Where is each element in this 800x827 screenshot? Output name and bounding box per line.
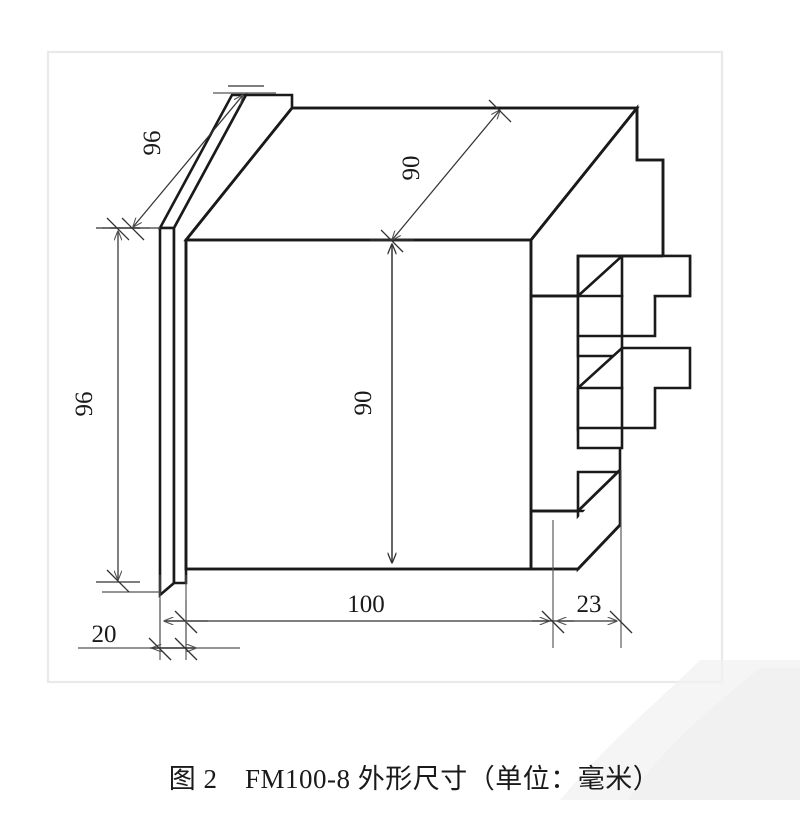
caption-separator [217,764,245,794]
page-canvas: 96 90 96 90 100 23 20 图 2 FM100-8 外形尺寸（单… [46,50,800,800]
enclosure-geometry [157,93,692,598]
dim-96-left [96,217,160,593]
figure-frame [46,50,724,684]
terminal-block-upper-inner [576,294,624,338]
bezel-left-face [158,226,176,598]
dimension-labels: 96 90 96 90 100 23 20 [71,131,602,649]
dim-20-bottom-left [78,600,240,661]
dimension-layer [78,85,633,661]
dim-label-23-bottom-right: 23 [577,591,602,618]
dim-label-90-front: 90 [350,391,377,416]
terminal-block-lower [576,346,692,450]
dim-23-bottom-right [557,470,633,648]
page-watermark [560,660,800,800]
figure-number: 图 2 [168,764,218,794]
technical-drawing: 96 90 96 90 100 23 20 [46,50,800,800]
terminal-block-upper-edge [576,254,624,298]
dim-label-96-left: 96 [71,392,98,417]
dim-90-top [370,99,512,253]
terminal-block-lower-inner [576,386,624,430]
terminal-block-lower-edge [576,346,624,390]
dim-label-20-bottom-left: 20 [92,621,117,648]
caption-title: FM100-8 外形尺寸（单位：毫米） [244,764,661,794]
figure-caption: 图 2 FM100-8 外形尺寸（单位：毫米） [0,726,800,827]
dim-label-100-bottom: 100 [347,591,385,618]
dim-label-90-top: 90 [398,156,425,181]
dim-label-96-top: 96 [139,131,166,156]
